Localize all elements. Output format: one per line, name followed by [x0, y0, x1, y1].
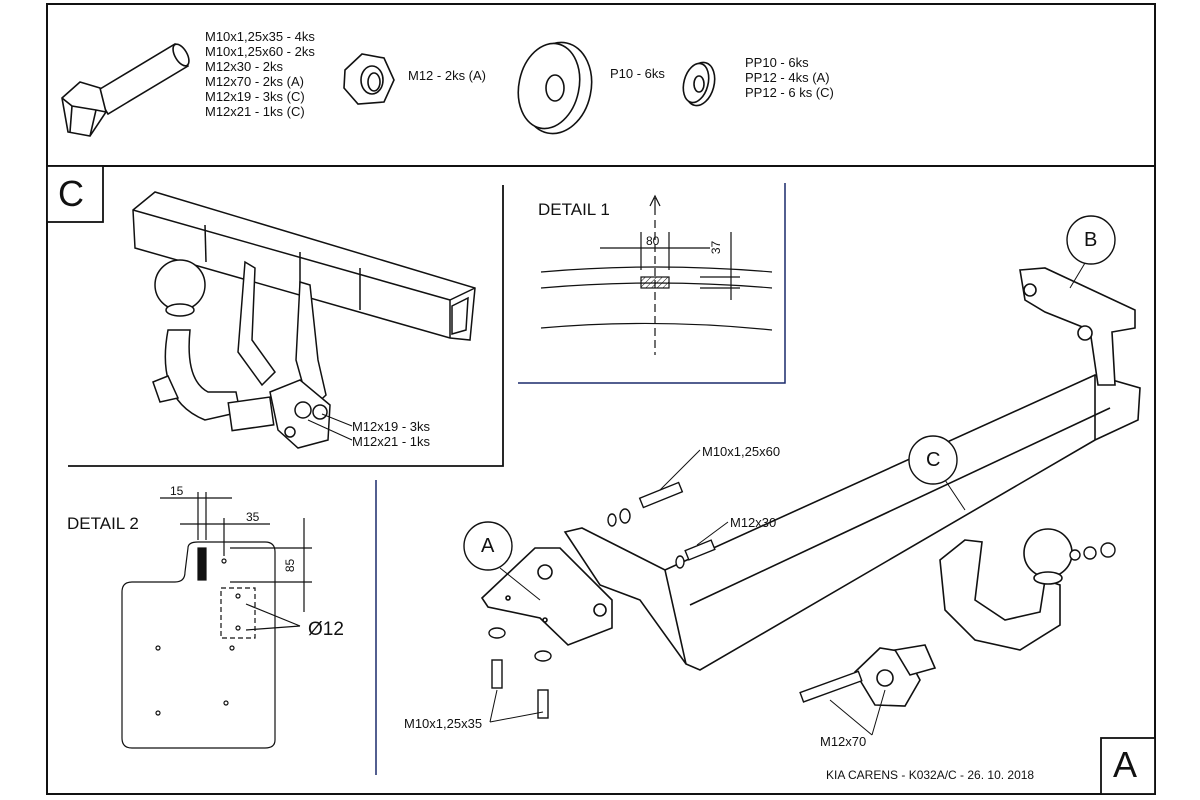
panel-c-border: [68, 185, 504, 467]
panel-c-label-1: M12x19 - 3ks: [352, 419, 431, 434]
hex-nut-drawing: [343, 53, 395, 105]
plate-washer-drawing: [517, 41, 593, 135]
callout-a-circle: [463, 521, 513, 571]
outer-frame: [46, 3, 1156, 795]
detail2-hole: Ø12: [308, 619, 344, 640]
detail1-drawing: [540, 194, 773, 355]
washer-spec-3: PP12 - 6 ks (C): [745, 85, 834, 100]
bolt-spec-3: M12x30 - 2ks: [205, 59, 284, 74]
plate-washer-spec: P10 - 6ks: [610, 66, 665, 81]
detail1-width: 80: [646, 234, 660, 248]
label-bolt-35: M10x1,25x35: [404, 716, 483, 731]
detail2-drawing: [121, 492, 312, 749]
panel-c-letter: C: [58, 173, 84, 214]
label-bolt-30: M12x30: [730, 515, 777, 530]
spring-washer-drawing: [682, 61, 716, 107]
bolt-spec-4: M12x70 - 2ks (A): [205, 74, 304, 89]
washer-spec-1: PP10 - 6ks: [745, 55, 809, 70]
detail2-dim-a: 15: [170, 484, 184, 498]
main-hitch-drawing: [480, 267, 1141, 707]
bolt-spec-5: M12x19 - 3ks (C): [205, 89, 305, 104]
detail1-height: 37: [709, 240, 724, 255]
detail2-dim-b: 35: [246, 510, 260, 524]
footer-letter-box: [1100, 737, 1156, 795]
nut-spec: M12 - 2ks (A): [408, 68, 487, 83]
detail1-frame: [518, 183, 786, 384]
parts-bolt-list: M10x1,25x35 - 4ks M10x1,25x60 - 2ks M12x…: [205, 29, 315, 119]
callout-b-label: B: [1084, 229, 1098, 251]
bolt-spec-1: M10x1,25x35 - 4ks: [205, 29, 315, 44]
label-bolt-70: M12x70: [820, 734, 867, 749]
callout-c-circle: [908, 435, 958, 485]
detail2-title: DETAIL 2: [67, 514, 139, 533]
panel-c-letter-box: [46, 165, 104, 223]
main-leader-lines: [489, 257, 1089, 736]
detail1-title: DETAIL 1: [538, 200, 610, 219]
bolt-spec-6: M12x21 - 1ks (C): [205, 104, 305, 119]
callout-c-label: C: [926, 449, 941, 471]
footer-caption: KIA CARENS - K032A/C - 26. 10. 2018: [826, 768, 1035, 782]
footer-corner-letter: A: [1113, 744, 1138, 785]
label-bolt-60: M10x1,25x60: [702, 444, 781, 459]
callout-b-circle: [1066, 215, 1116, 265]
washer-spec-2: PP12 - 4ks (A): [745, 70, 830, 85]
panel-c-hitch-drawing: [132, 191, 476, 449]
panel-c-leader-lines: [307, 413, 353, 441]
hex-bolt-drawing: [61, 42, 190, 137]
panel-c-label-2: M12x21 - 1ks: [352, 434, 431, 449]
detail2-dim-c: 85: [283, 558, 298, 573]
main-fasteners: [488, 481, 1116, 719]
callout-a-label: A: [481, 535, 495, 557]
washer-list: PP10 - 6ks PP12 - 4ks (A) PP12 - 6 ks (C…: [745, 55, 834, 100]
bolt-spec-2: M10x1,25x60 - 2ks: [205, 44, 315, 59]
